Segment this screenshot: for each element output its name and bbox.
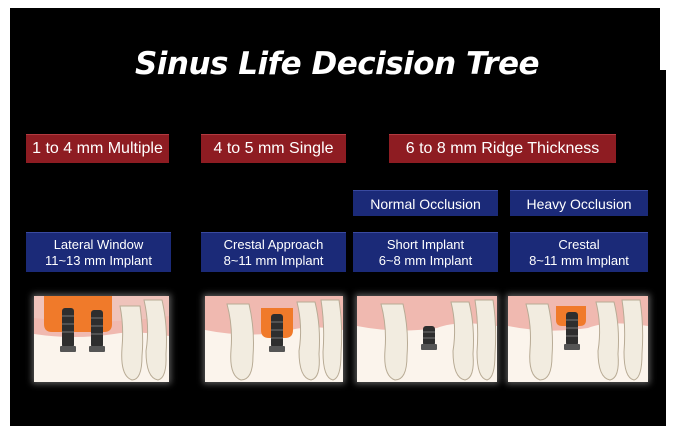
tooth (526, 304, 553, 380)
diagram-title: Sinus Life Decision Tree (0, 46, 674, 82)
category-box-4-5mm: 4 to 5 mm Single (201, 134, 346, 163)
treatment-name: Lateral Window (54, 237, 144, 253)
occlusion-box-normal: Normal Occlusion (353, 190, 498, 216)
illustration-crestal-approach (205, 296, 343, 382)
treatment-box-short-implant: Short Implant 6~8 mm Implant (353, 232, 498, 272)
tooth (227, 304, 254, 380)
tooth (622, 300, 643, 380)
treatment-name: Crestal Approach (224, 237, 324, 253)
tooth (144, 300, 167, 380)
treatment-implant-length: 8~11 mm Implant (224, 253, 324, 269)
tooth (321, 300, 342, 380)
implant (269, 314, 285, 352)
treatment-implant-length: 11~13 mm Implant (45, 253, 152, 269)
treatment-name: Short Implant (387, 237, 464, 253)
tooth (451, 302, 474, 380)
implant (564, 312, 580, 350)
category-box-6-8mm: 6 to 8 mm Ridge Thickness (389, 134, 616, 163)
tooth (120, 306, 143, 380)
tooth (297, 302, 320, 380)
illustration-lateral-window (34, 296, 169, 382)
illustration-short-implant (357, 296, 497, 382)
treatment-box-crestal-approach: Crestal Approach 8~11 mm Implant (201, 232, 346, 272)
treatment-box-crestal: Crestal 8~11 mm Implant (510, 232, 648, 272)
tooth (596, 302, 619, 380)
illustration-crestal (508, 296, 648, 382)
treatment-implant-length: 8~11 mm Implant (529, 253, 629, 269)
treatment-name: Crestal (558, 237, 599, 253)
treatment-box-lateral-window: Lateral Window 11~13 mm Implant (26, 232, 171, 272)
occlusion-box-heavy: Heavy Occlusion (510, 190, 648, 216)
tooth (475, 300, 496, 380)
category-box-1-4mm: 1 to 4 mm Multiple (26, 134, 169, 163)
tooth (381, 304, 408, 380)
treatment-implant-length: 6~8 mm Implant (379, 253, 473, 269)
